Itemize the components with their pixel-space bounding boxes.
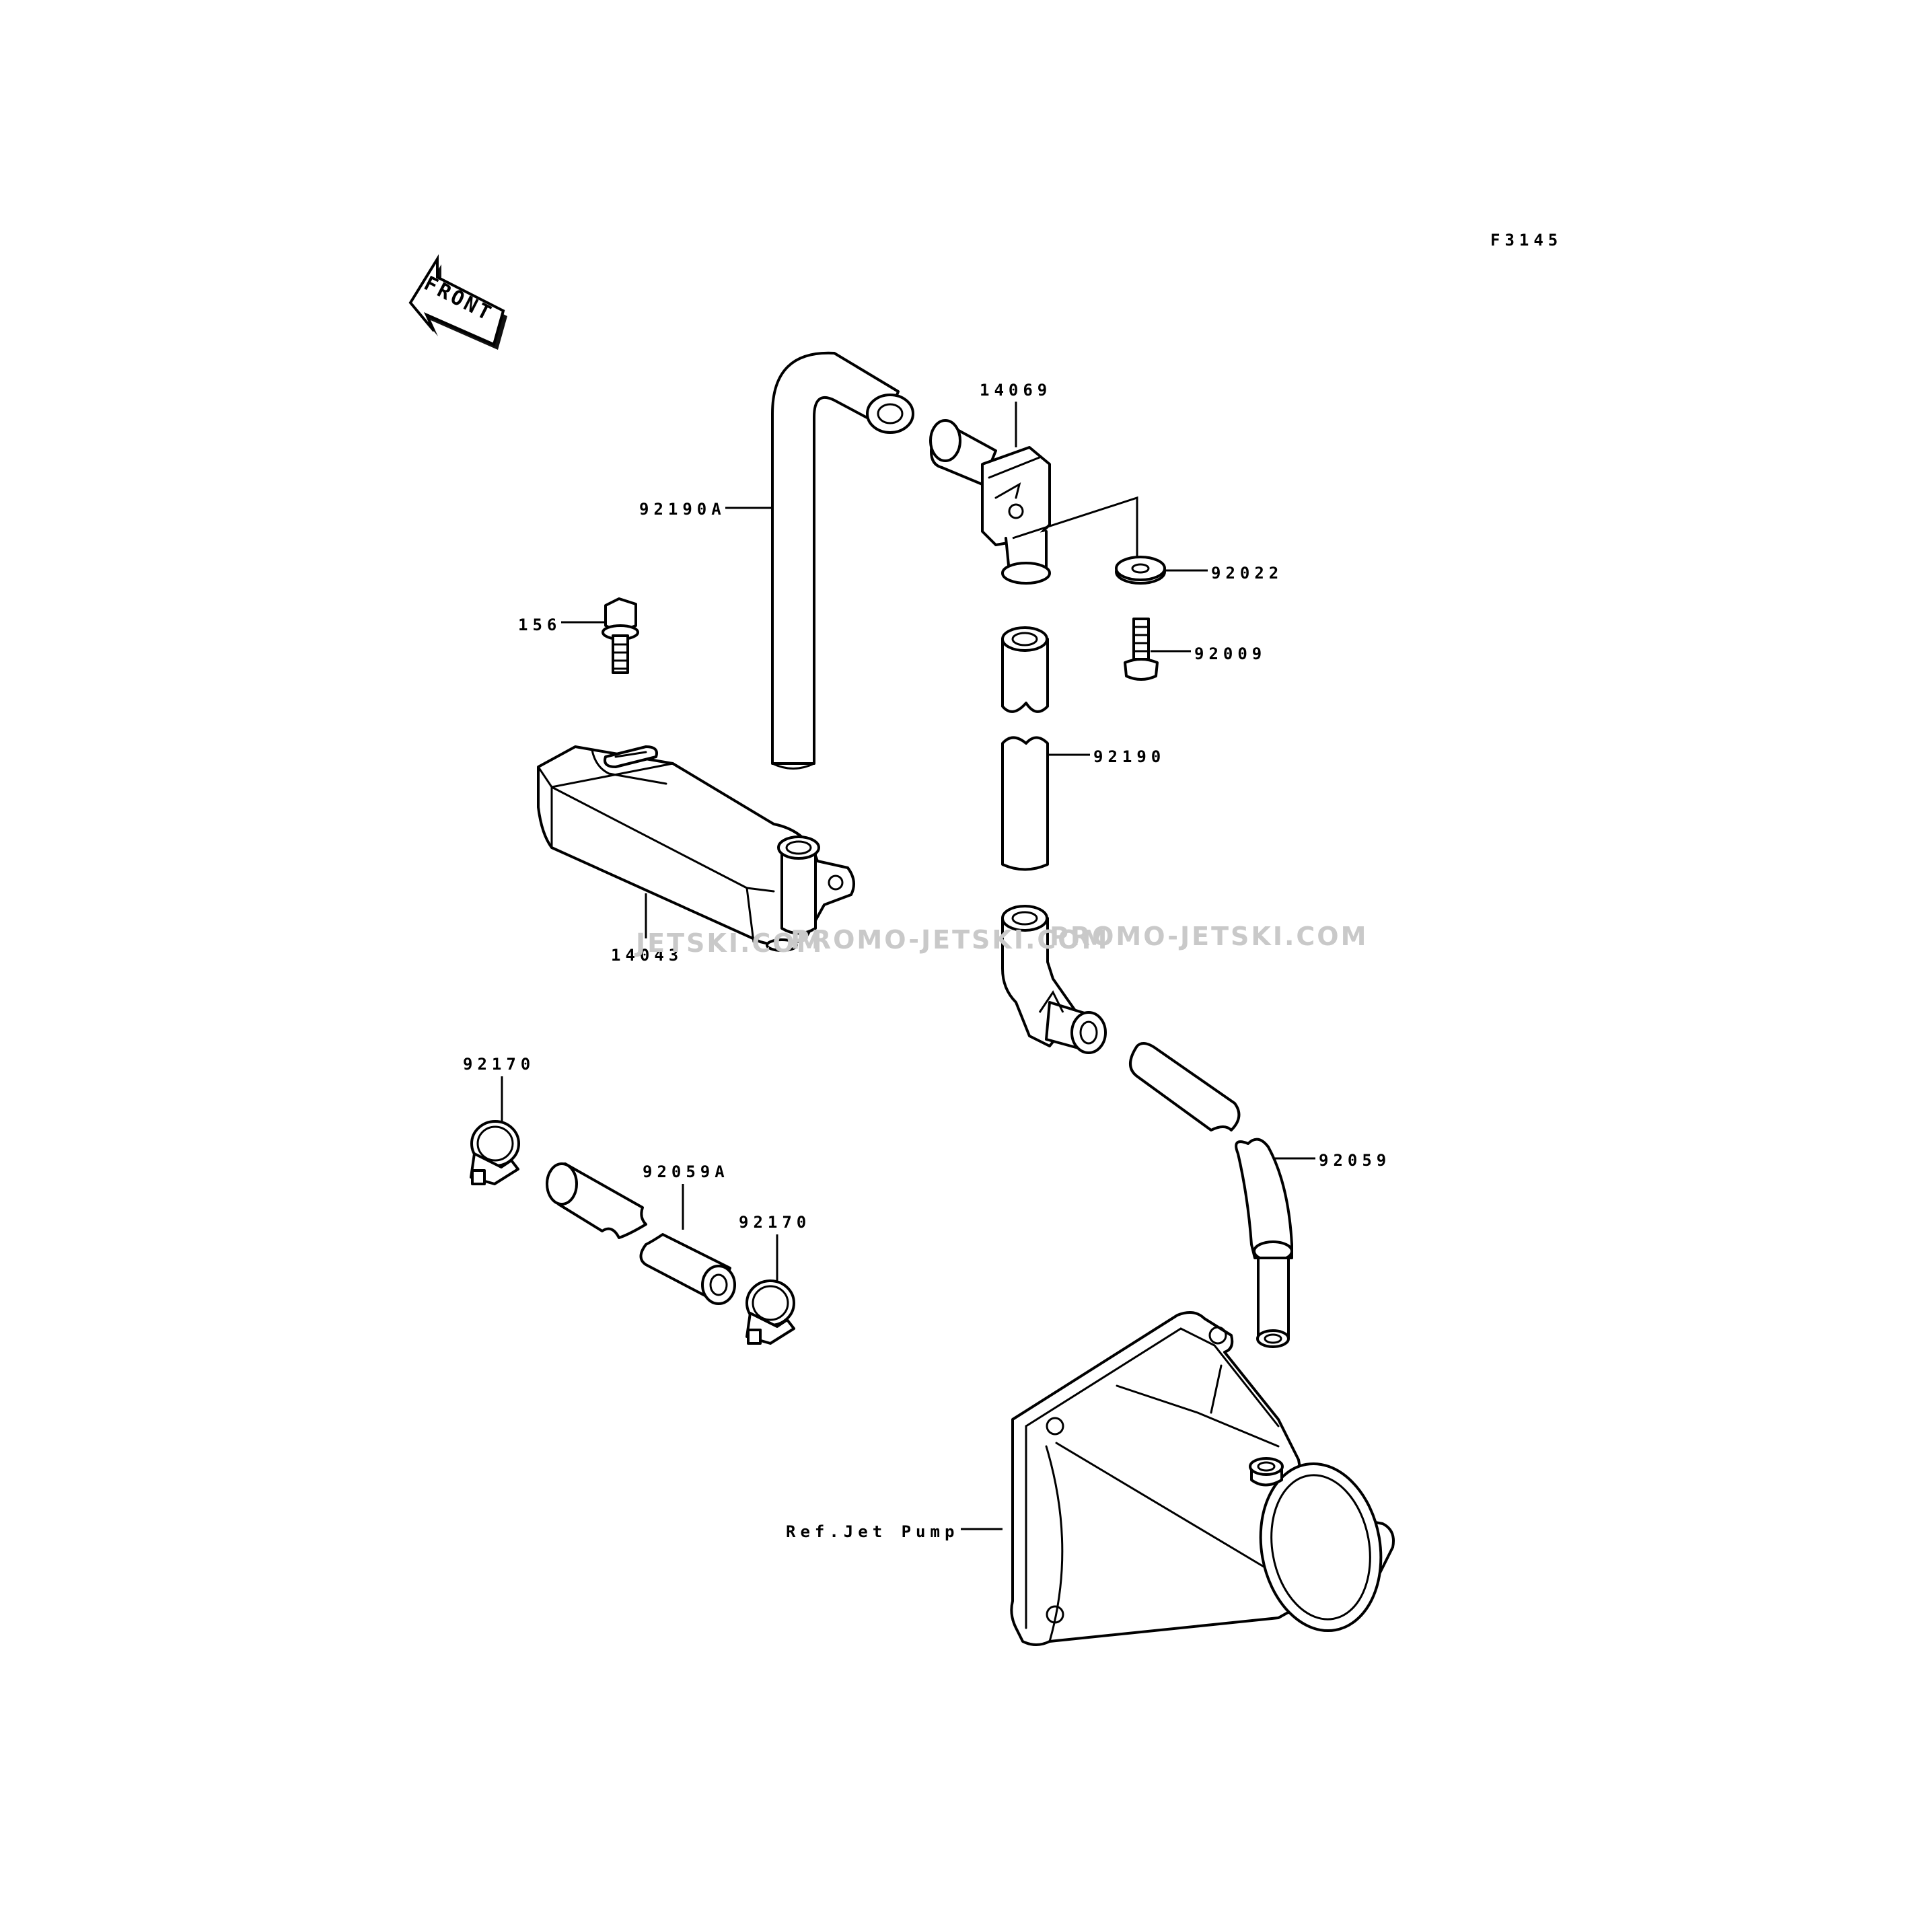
- label-92190: 92190: [1093, 747, 1165, 766]
- washer-92022: [1115, 556, 1166, 585]
- clamp-92170-right: [745, 1279, 795, 1345]
- label-92059a: 92059A: [643, 1162, 729, 1181]
- label-92170-right: 92170: [739, 1213, 811, 1232]
- label-92059: 92059: [1319, 1151, 1391, 1170]
- hose-92190-lower: [1001, 736, 1049, 871]
- fitting-14069: [929, 419, 1051, 585]
- hose-92059-upper: [1129, 1042, 1241, 1131]
- label-92022: 92022: [1211, 564, 1283, 583]
- label-ref-jet-pump: Ref.Jet Pump: [786, 1522, 959, 1541]
- box-14043: [537, 745, 855, 952]
- label-92190a: 92190A: [639, 500, 726, 519]
- label-14069: 14069: [980, 381, 1052, 400]
- hose-92059a-right: [639, 1233, 736, 1305]
- front-arrow-icon: FRONT: [408, 254, 507, 350]
- hose-92059-lower: [1235, 1138, 1293, 1348]
- clamp-92170-left: [470, 1120, 520, 1185]
- watermark-2: PROMO-JETSKI.COM: [791, 925, 1109, 955]
- figure-code: F3145: [1490, 231, 1562, 250]
- label-156: 156: [518, 616, 561, 634]
- leader-lines: [501, 402, 1315, 1530]
- hose-92190-upper: [1001, 626, 1049, 713]
- elbow-fitting: [1001, 905, 1107, 1054]
- bolt-156: [602, 597, 639, 674]
- watermark-3: PROMO-JETSKI.COM: [1050, 922, 1368, 951]
- screw-92009: [1124, 618, 1159, 681]
- label-14043: 14043: [611, 946, 683, 965]
- jet-pump-housing: [1010, 1311, 1395, 1646]
- hose-92190a: [771, 351, 914, 770]
- watermark-1: JETSKI.COM: [634, 928, 824, 958]
- hose-92059a-left: [546, 1162, 647, 1239]
- label-92009: 92009: [1194, 644, 1266, 663]
- label-92170-left: 92170: [463, 1055, 535, 1074]
